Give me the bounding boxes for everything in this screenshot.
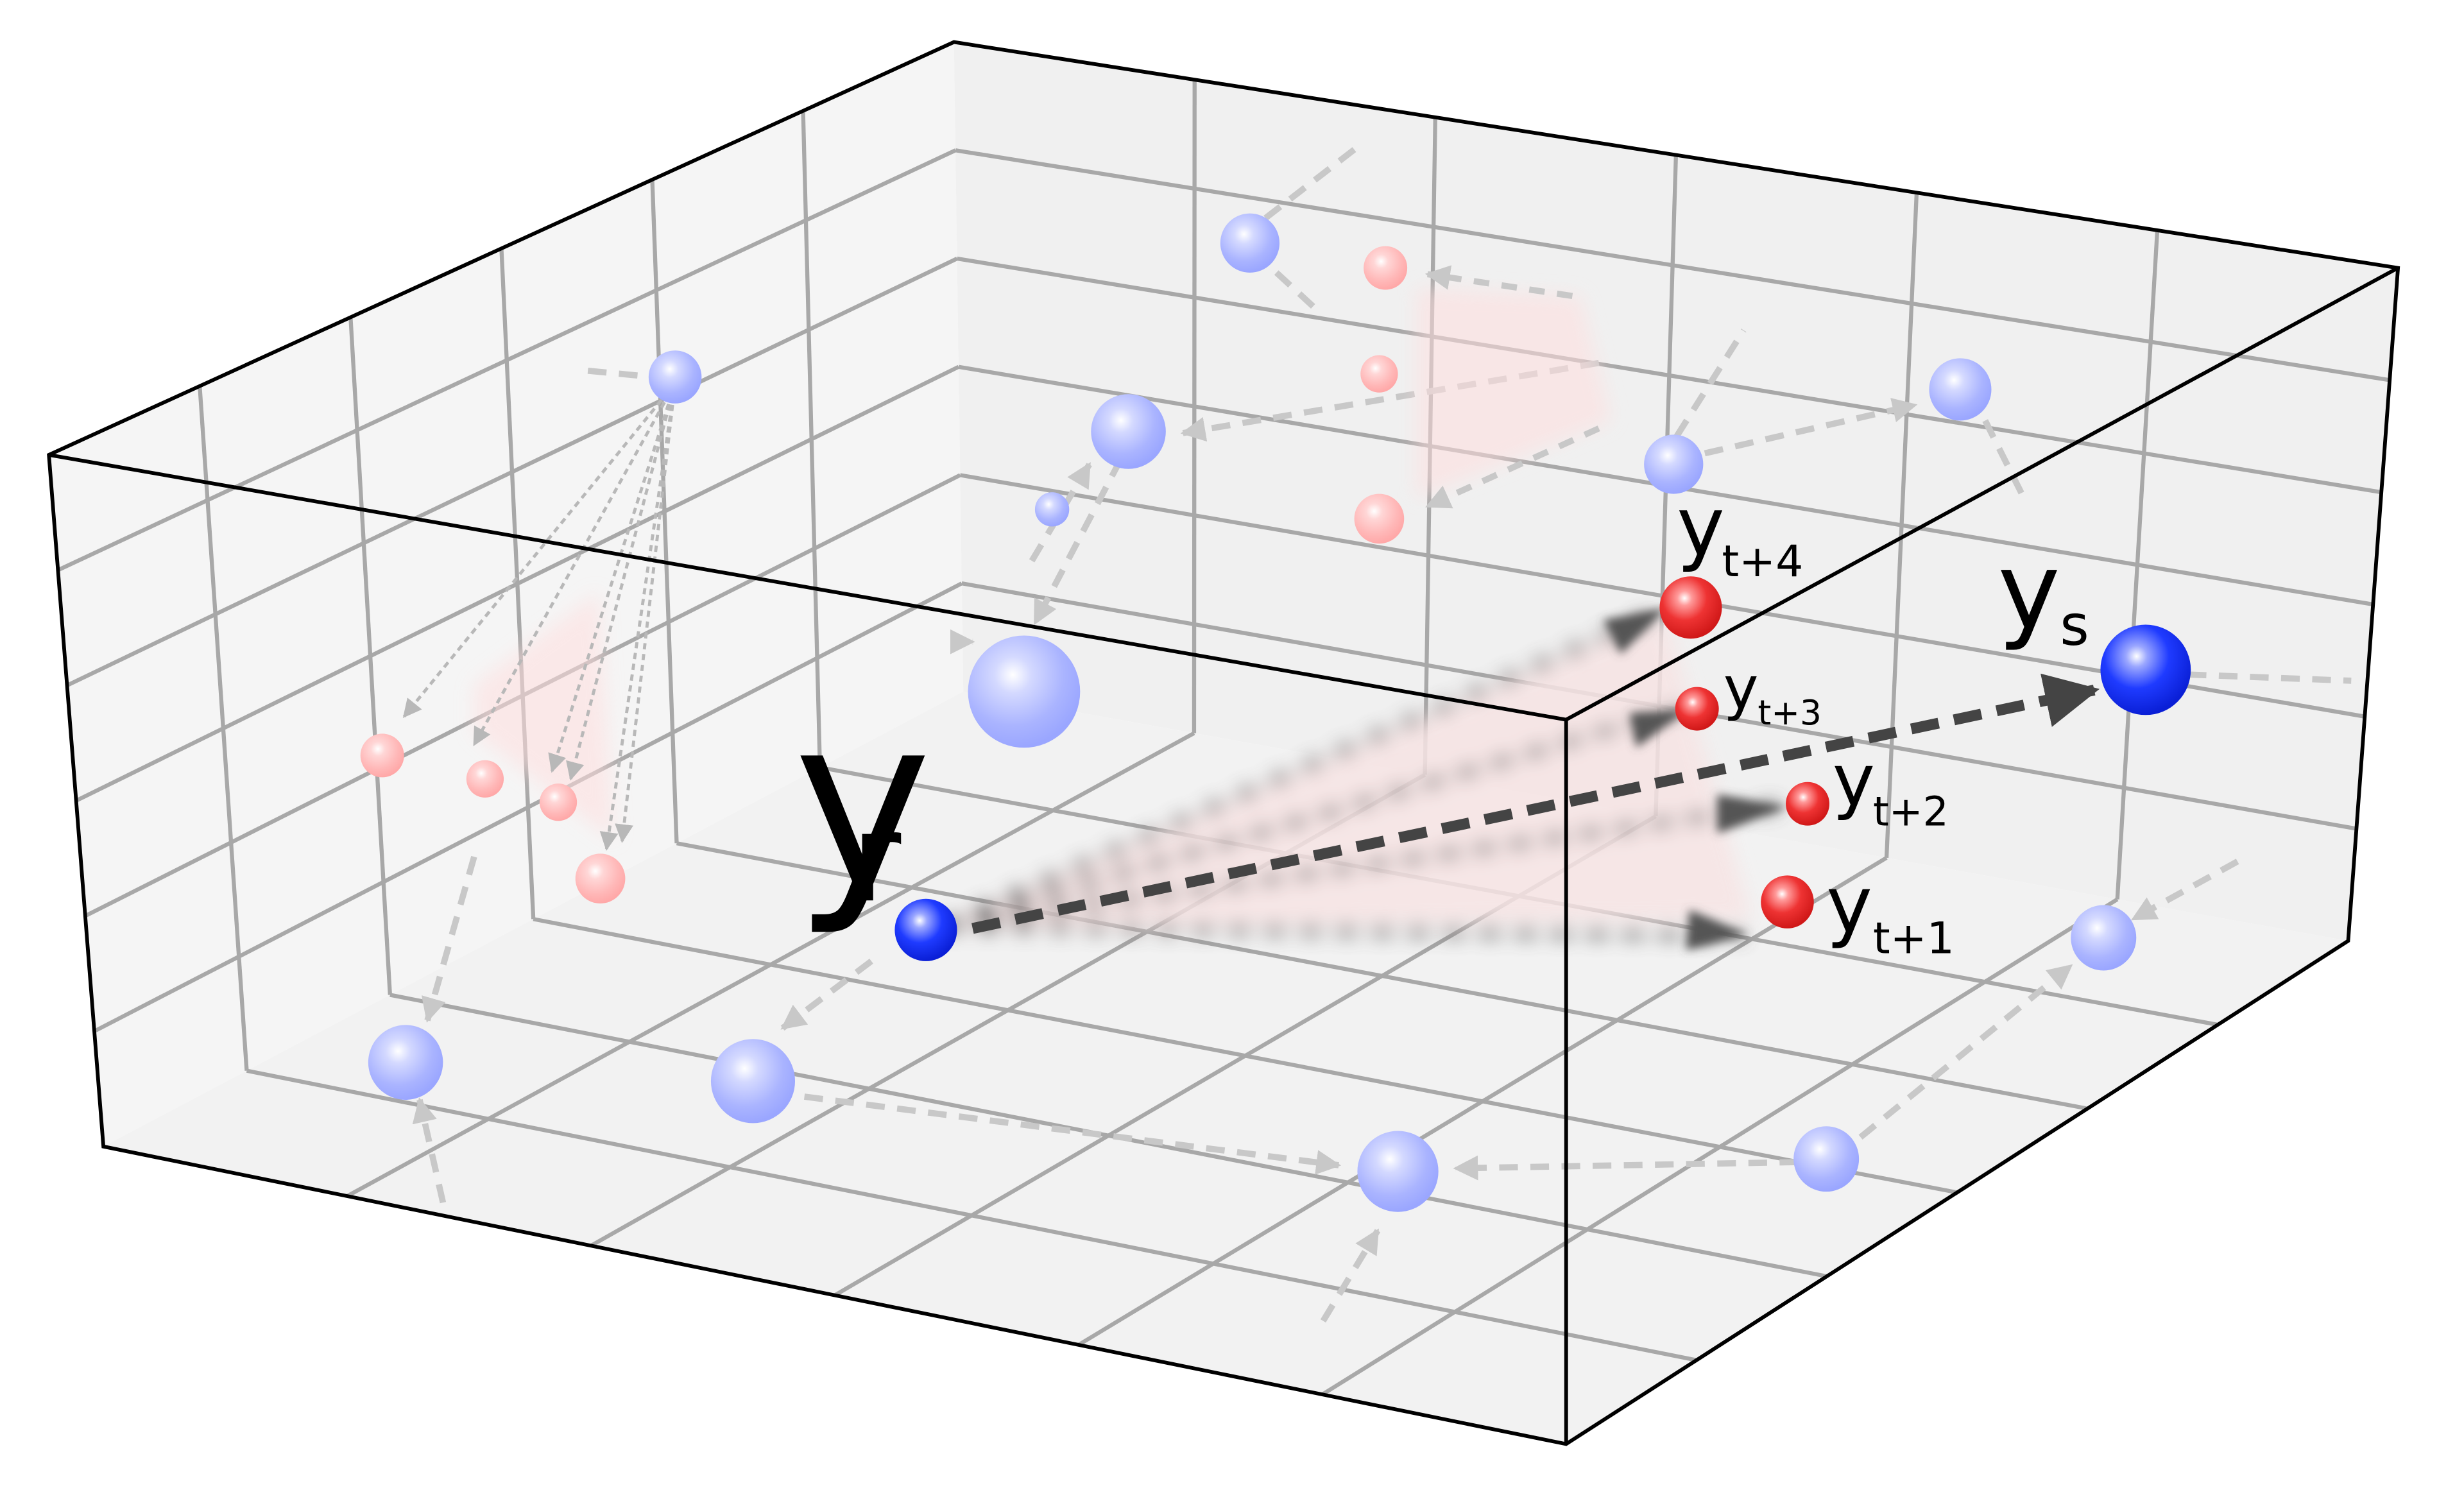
svg-text:y: y — [1826, 859, 1872, 950]
trajectory-cone — [939, 609, 1784, 939]
point-y-t3 — [1675, 687, 1719, 731]
box-edges — [47, 40, 2400, 1446]
back-wall-grid-line — [955, 148, 2390, 382]
main-arrow — [971, 673, 2100, 934]
svg-text:y: y — [1724, 654, 1759, 723]
point-y-t1 — [1761, 875, 1814, 928]
back-left-pane — [49, 42, 964, 1147]
floor-grid-line — [389, 993, 1827, 1279]
point-y-t4 — [1659, 576, 1722, 639]
faded-points — [360, 213, 2137, 1212]
point-y-r — [894, 898, 957, 961]
left-wall-arrow — [402, 382, 676, 718]
left-wall-arrow — [566, 382, 677, 781]
faded-red-arrows — [1425, 265, 1600, 509]
left-wall-arrow — [615, 382, 677, 843]
svg-text:s: s — [2060, 593, 2089, 658]
left-wall-arrow — [599, 382, 677, 851]
left-wall-arrow — [472, 382, 677, 746]
svg-text:y: y — [1833, 739, 1875, 823]
left-wall-arrows — [402, 382, 677, 851]
floor-grid-line — [246, 1068, 1697, 1362]
left-wall-grid-line — [57, 148, 957, 572]
svg-text:r: r — [851, 787, 901, 929]
svg-text:t+4: t+4 — [1722, 536, 1804, 587]
svg-text:y: y — [1677, 479, 1725, 574]
label-y-s: y s — [1998, 529, 2089, 658]
svg-text:t+2: t+2 — [1873, 788, 1949, 835]
label-y-t4: y t+4 — [1677, 479, 1803, 587]
left-wall-arrow — [548, 382, 677, 773]
svg-text:t+1: t+1 — [1873, 914, 1955, 964]
label-y-t1: y t+1 — [1826, 859, 1955, 964]
left-wall-grid-line — [75, 364, 960, 803]
floor-grid-line — [533, 917, 1958, 1195]
label-y-t3: y t+3 — [1724, 654, 1822, 733]
floor-grid-line — [676, 841, 2088, 1111]
svg-text:t+3: t+3 — [1758, 692, 1822, 733]
faded-lines — [587, 147, 2352, 684]
point-y-s — [2100, 624, 2191, 715]
svg-text:y: y — [1998, 529, 2060, 653]
label-y-r: y r — [794, 666, 932, 938]
cone-arrowheads — [1604, 607, 1788, 950]
left-wall-grid-line — [93, 581, 963, 1033]
back-wall-grid-line — [957, 256, 2382, 495]
svg-text:y: y — [794, 666, 932, 938]
point-y-t2 — [1786, 782, 1830, 826]
left-wall-grid-line — [66, 257, 958, 688]
label-y-t2: y t+2 — [1833, 739, 1949, 835]
